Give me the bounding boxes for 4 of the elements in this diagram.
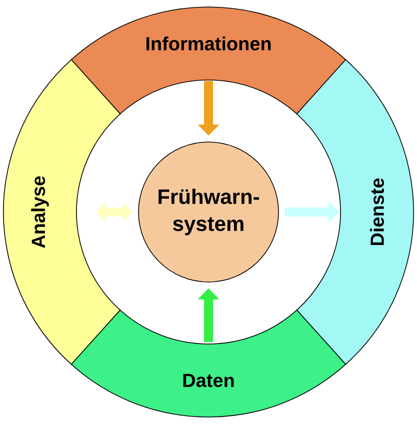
ring-segment: Informationen — [70, 6, 346, 114]
ring-segment: Daten — [70, 310, 346, 418]
ring-segment: Dienste — [296, 59, 414, 365]
ring-segment: Analyse — [3, 59, 121, 365]
